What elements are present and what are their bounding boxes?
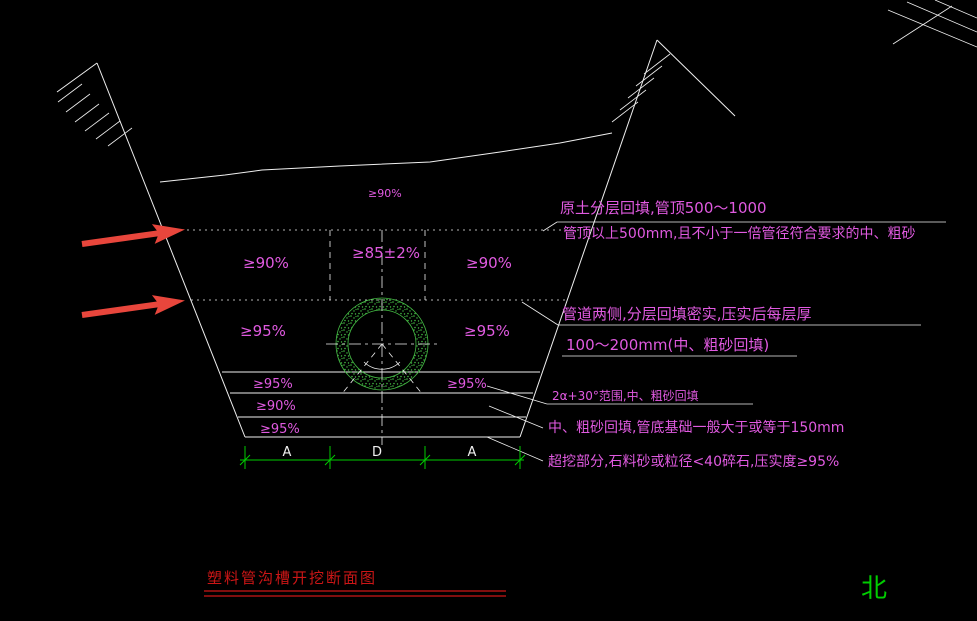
dimension-label-middle: D	[372, 445, 382, 460]
bedding-angle-lines	[340, 343, 424, 396]
compaction-label: ≥95%	[253, 377, 293, 392]
trench-outline	[56, 39, 736, 438]
compaction-label: ≥95%	[260, 422, 300, 437]
annotation-text: 100～200mm(中、粗砂回填)	[566, 336, 769, 354]
compaction-label: ≥95%	[447, 377, 487, 392]
annotation-text: 中、粗砂回填,管底基础一般大于或等于150mm	[548, 419, 844, 436]
leader-lines	[486, 221, 946, 462]
annotation-text: 2α+30°范围,中、粗砂回填	[552, 388, 699, 403]
red-arrow-icon	[81, 224, 185, 247]
compaction-label: ≥90%	[256, 399, 296, 414]
compaction-label: ≥95%	[240, 322, 286, 340]
annotation-text: 管道两侧,分层回填密实,压实后每层厚	[562, 305, 812, 323]
north-label: 北	[861, 574, 887, 604]
compaction-label: ≥90%	[243, 254, 289, 272]
compaction-label-surface: ≥90%	[368, 187, 402, 200]
dimension-label-left: A	[283, 445, 292, 460]
annotation-text: 管顶以上500mm,且不小于一倍管径符合要求的中、粗砂	[563, 226, 915, 242]
annotation-text: 超挖部分,石料砂或粒径<40碎石,压实度≥95%	[548, 454, 839, 470]
dimension-label-right: A	[468, 445, 477, 460]
drawing-title: 塑料管沟槽开挖断面图	[207, 569, 377, 587]
ground-hatch-left	[57, 83, 133, 147]
ground-hatch-right	[611, 53, 671, 123]
ground-hatch-corner	[887, 0, 977, 48]
compaction-label: ≥90%	[466, 254, 512, 272]
title-underline	[204, 590, 506, 597]
annotation-text: 原土分层回填,管顶500～1000	[560, 199, 767, 217]
red-arrow-icon	[81, 295, 185, 318]
dimension-lines	[239, 446, 526, 469]
compaction-label: ≥85±2%	[352, 244, 420, 262]
compaction-label: ≥95%	[464, 322, 510, 340]
